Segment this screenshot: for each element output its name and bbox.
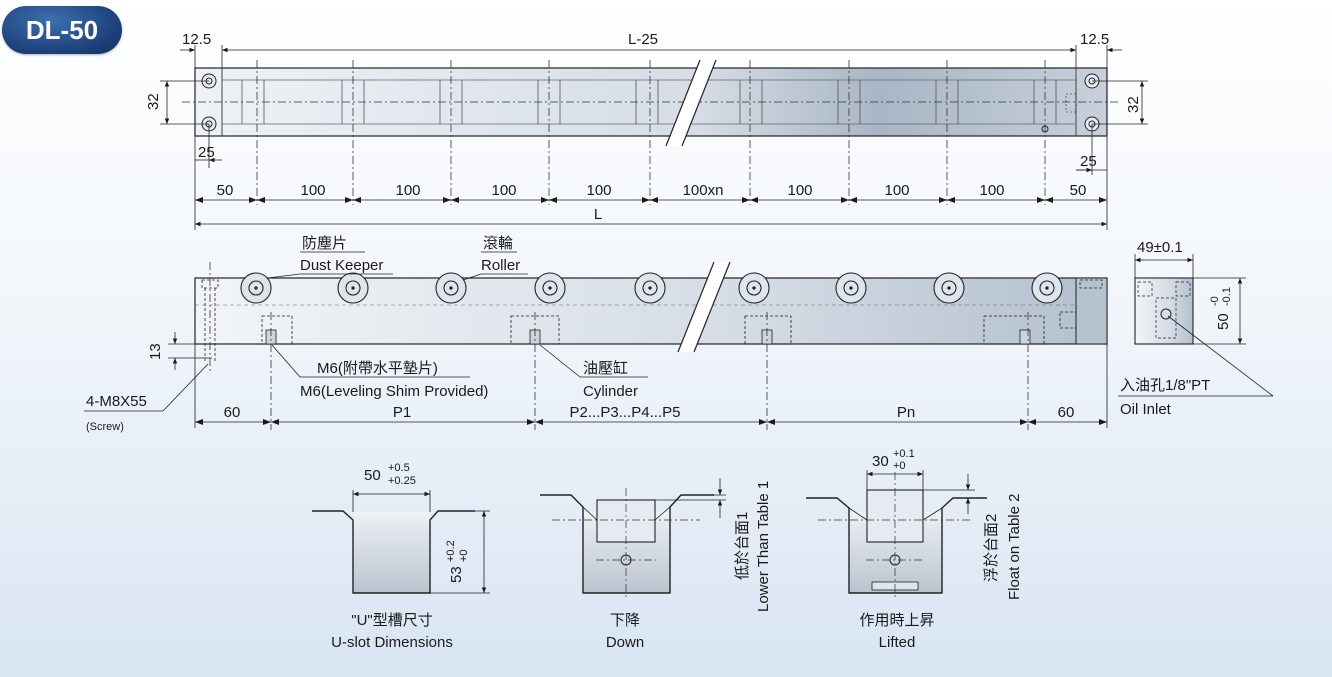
cylinder-label-zh: 油壓缸 [583, 359, 628, 377]
down-state-diagram: 低於台面1 Lower Than Table 1 下降 Down [540, 478, 772, 651]
u-slot-width-tol-upper: +0.5 [388, 462, 410, 474]
u-slot-depth-tol-upper: +0.2 [445, 540, 457, 562]
dust-keeper-label-en: Dust Keeper [300, 257, 383, 274]
u-slot-depth-tol-lower: +0 [458, 549, 470, 562]
lifted-state-diagram: 30 +0.1 +0 浮於台面2 Float on Table 2 作用時上昇 … [806, 448, 1023, 651]
dim-height-right: 32 [1125, 96, 1142, 113]
oil-inlet-label-zh: 入油孔1/8"PT [1120, 377, 1210, 394]
lifted-width-tol-lower: +0 [893, 460, 906, 472]
dim-hole-left: 25 [198, 144, 215, 161]
lifted-caption-zh: 作用時上昇 [859, 612, 934, 629]
model-badge: DL-50 [2, 6, 122, 54]
dim-overall-span: L-25 [628, 31, 658, 48]
bottom-dim: P1 [393, 404, 411, 421]
lifted-note-zh: 浮於台面2 [983, 514, 1000, 582]
dim-hole-right: 25 [1080, 153, 1097, 170]
side-view: 防塵片 Dust Keeper 滾輪 Roller M6(附帶水平墊片) M6(… [84, 234, 1108, 433]
bottom-dim: 60 [224, 404, 241, 421]
cylinder-label-en: Cylinder [583, 383, 638, 400]
pitch-label: 50 [217, 182, 234, 199]
lifted-note-en: Float on Table 2 [1006, 494, 1023, 600]
pitch-label: 100 [884, 182, 909, 199]
m6-label-en: M6(Leveling Shim Provided) [300, 383, 488, 400]
dim-height-left: 32 [145, 93, 162, 110]
end-view-height-tol-upper: -0 [1209, 296, 1221, 306]
roller-label-en: Roller [481, 257, 520, 274]
dust-keeper-label-zh: 防塵片 [302, 234, 347, 252]
down-note-zh: 低於台面1 [734, 512, 751, 580]
dim-screw-13: 13 [147, 343, 164, 360]
down-note-en: Lower Than Table 1 [755, 481, 772, 612]
top-view: 12.5 L-25 12.5 32 32 25 25 50 100 100 10… [145, 31, 1148, 230]
u-slot-width-tol-lower: +0.25 [388, 475, 416, 487]
pitch-label: 100 [491, 182, 516, 199]
screw-label: 4-M8X55 [86, 393, 147, 410]
bottom-dim: 60 [1058, 404, 1075, 421]
u-slot-caption-en: U-slot Dimensions [331, 634, 453, 651]
u-slot-diagram: 50 +0.5 +0.25 53 +0.2 +0 "U"型槽尺寸 U-slot … [312, 462, 490, 651]
rollers [240, 272, 1063, 304]
lifted-caption-en: Lifted [879, 634, 916, 651]
u-slot-width-dim: 50 [364, 467, 381, 484]
bottom-dim: Pn [897, 404, 915, 421]
dim-left-offset: 12.5 [182, 31, 211, 48]
oil-inlet-label-en: Oil Inlet [1120, 401, 1172, 418]
pitch-label: 50 [1070, 182, 1087, 199]
pitch-label: 100 [586, 182, 611, 199]
lifted-width-dim: 30 [872, 453, 889, 470]
u-slot-depth-dim: 53 [448, 566, 465, 583]
roller-label-zh: 滾輪 [483, 235, 513, 252]
pitch-label: 100 [979, 182, 1004, 199]
down-caption-en: Down [606, 634, 644, 651]
lifted-width-tol-upper: +0.1 [893, 448, 915, 460]
pitch-label: 100 [787, 182, 812, 199]
pitch-label: 100xn [683, 182, 724, 199]
end-view-height-tol-lower: -0.1 [1221, 287, 1233, 306]
screw-sublabel: (Screw) [86, 421, 124, 433]
bottom-dim: P2...P3...P4...P5 [570, 404, 681, 421]
end-view-height-dim: 50 [1215, 313, 1232, 330]
dim-right-offset: 12.5 [1080, 31, 1109, 48]
down-caption-zh: 下降 [610, 612, 640, 629]
end-view-width-dim: 49±0.1 [1137, 239, 1183, 256]
u-slot-caption-zh: "U"型槽尺寸 [351, 612, 432, 629]
pitch-label: 100 [300, 182, 325, 199]
dim-total-length: L [594, 206, 602, 223]
m6-label-zh: M6(附帶水平墊片) [317, 360, 438, 377]
pitch-label: 100 [395, 182, 420, 199]
end-view: 49±0.1 50 -0 -0.1 入油孔1/8"PT Oil Inlet [1118, 239, 1274, 418]
